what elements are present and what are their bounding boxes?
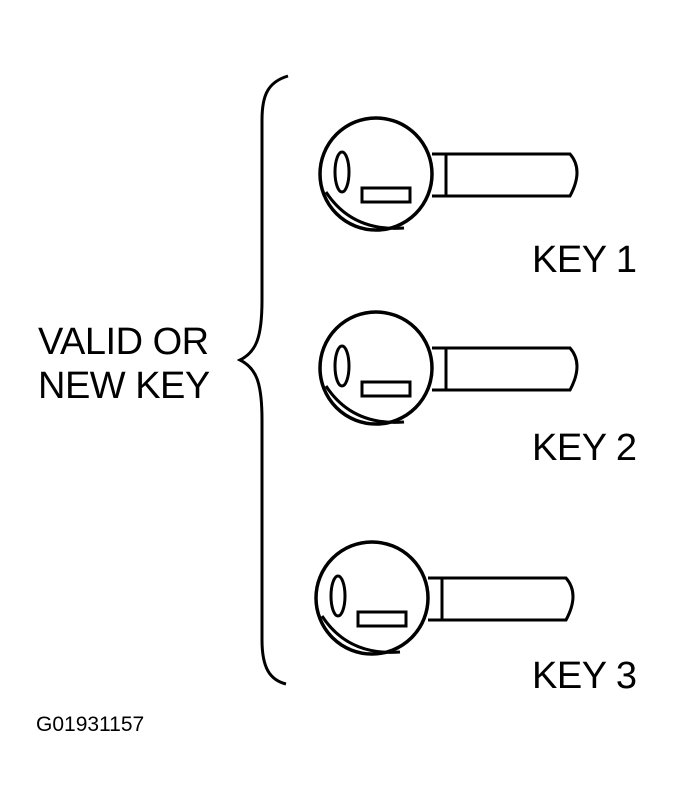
key-1-label: KEY 1 xyxy=(532,239,637,281)
group-label-line2: NEW KEY xyxy=(38,365,210,407)
figure-code: G01931157 xyxy=(36,713,145,736)
key-3-icon xyxy=(314,540,575,656)
group-label-line1: VALID OR xyxy=(38,321,209,363)
key-2-icon xyxy=(318,310,579,426)
brace-icon xyxy=(236,74,289,686)
key-3-label: KEY 3 xyxy=(532,655,637,697)
key-1-icon xyxy=(318,116,579,232)
valid-or-new-key-label: VALID OR NEW KEY xyxy=(38,320,210,408)
key-2-label: KEY 2 xyxy=(532,427,637,469)
